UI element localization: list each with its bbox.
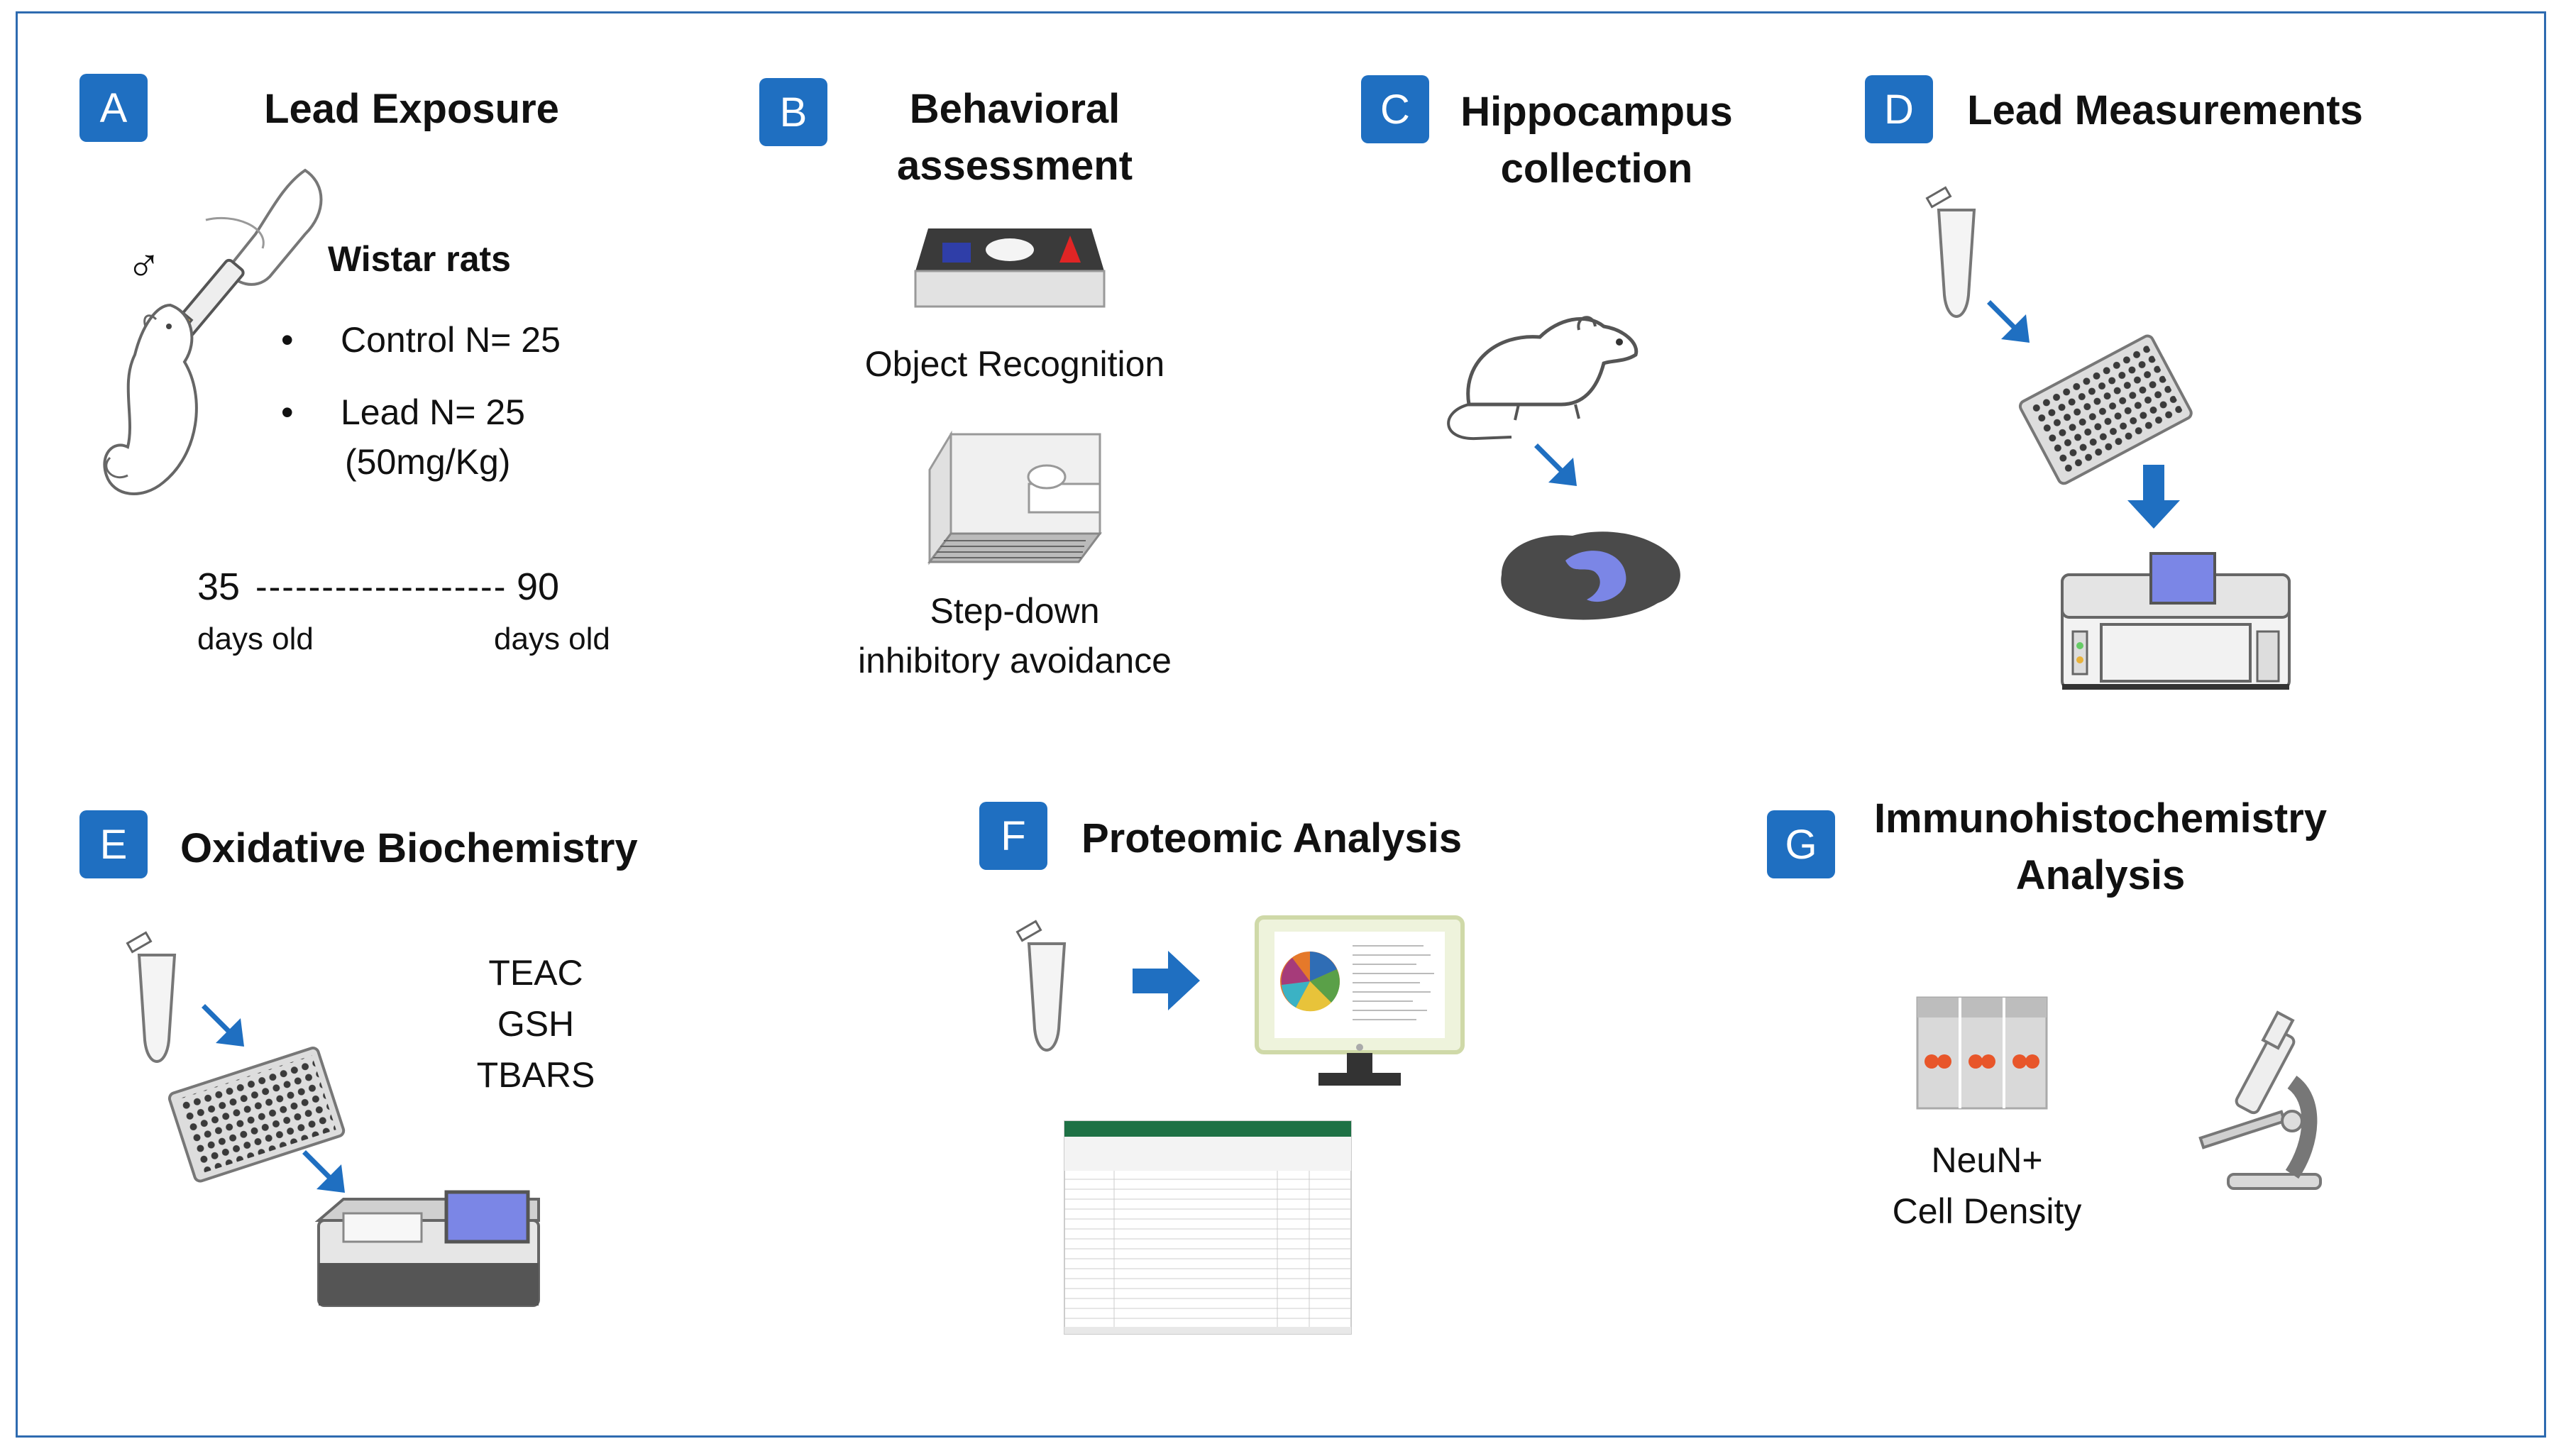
panel-c-title-line2: collection [1500,145,1693,192]
neun-label-line1: NeuN+ [1931,1140,2043,1180]
panel-g-badge: G [1767,810,1835,878]
microplate-icon [167,1047,346,1183]
tube-icon [126,931,177,1063]
lead-dose-text: (50mg/Kg) [345,442,511,482]
arrow-icon [1133,951,1200,1010]
arrow-icon [1987,300,2030,343]
bullet: • [281,392,294,432]
lead-group-text: Lead N= 25 [341,392,525,432]
panel-d-badge: D [1865,75,1933,143]
arrow-icon [302,1150,345,1193]
panel-e-title: Oxidative Biochemistry [180,825,638,871]
tube-icon [1015,920,1067,1052]
panel-g-title-line1: Immunohistochemistry [1873,795,2328,842]
panel-c-title-line1: Hippocampus [1460,89,1733,135]
arrow-icon [2127,465,2180,529]
microscope-icon [2198,1010,2322,1190]
tube-icon [1925,186,1976,318]
assay-teac: TEAC [488,953,583,993]
panel-b-title-line1: Behavioral [909,86,1120,132]
step-down-box-icon [927,430,1102,566]
arrow-icon [202,1004,244,1047]
panel-b-badge: B [759,78,827,146]
spreadsheet-icon [1064,1120,1352,1335]
rat-icon [103,303,198,495]
panel-e-badge: E [79,810,148,878]
step-down-label-line2: inhibitory avoidance [858,641,1172,680]
bullet: • [281,320,294,360]
male-symbol: ♂ [126,237,162,289]
control-group-text: Control N= 25 [341,320,561,360]
panel-a-title: Lead Exposure [264,86,559,132]
object-recognition-arena-icon [914,228,1106,308]
step-down-label-line1: Step-down [930,591,1100,631]
timeline-start: 35 [197,566,241,608]
slide-icon [1916,996,2048,1110]
panel-f-badge: F [979,802,1047,870]
panel-g-title-line2: Analysis [2015,852,2186,898]
panel-b-title-line2: assessment [896,143,1133,189]
panel-a-subtitle: Wistar rats [328,239,511,279]
arrow-icon [1534,443,1577,486]
timeline-start-label: days old [197,622,314,656]
panel-a-badge: A [79,74,148,142]
rat-outline-icon [1447,316,1639,441]
microplate-icon [2018,334,2193,485]
brain-icon [1501,531,1680,620]
timeline-end: 90 [517,566,560,608]
timeline-dashes: ------------------- [255,567,507,607]
panel-f-title: Proteomic Analysis [1081,815,1463,861]
panel-c-badge: C [1361,75,1429,143]
plate-reader-icon [314,1190,540,1307]
spectrometer-icon [2061,552,2291,690]
object-recognition-label: Object Recognition [864,344,1165,384]
monitor-pie-icon [1255,915,1465,1086]
timeline-end-label: days old [494,622,610,656]
assay-gsh: GSH [497,1004,575,1044]
panel-d-title: Lead Measurements [1967,87,2363,133]
assay-tbars: TBARS [476,1055,595,1095]
neun-label-line2: Cell Density [1892,1191,2082,1231]
